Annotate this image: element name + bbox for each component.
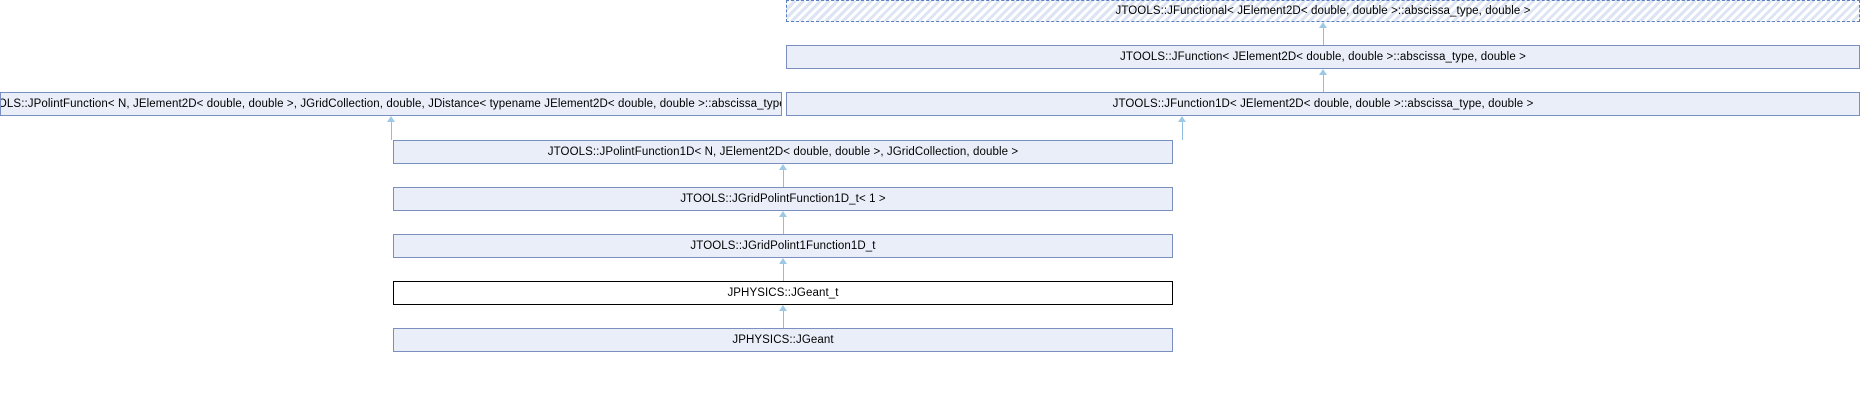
arrow-jgridpolintfunction1d-to-jpolintfunction1d <box>779 164 787 170</box>
class-node-label: JTOOLS::JFunction< JElement2D< double, d… <box>1120 50 1526 63</box>
arrow-jgeant_t-to-jgridpolint1function1d <box>779 258 787 264</box>
arrow-jfunction1d-to-jfunction <box>1319 69 1327 75</box>
class-node-jgeant[interactable]: JPHYSICS::JGeant <box>393 328 1173 352</box>
edge-jgridpolint1function1d-to-jgridpolintfunction1d <box>783 217 784 234</box>
class-node-jpolintfunction1d[interactable]: JTOOLS::JPolintFunction1D< N, JElement2D… <box>393 140 1173 164</box>
class-node-label: JTOOLS::JGridPolintFunction1D_t< 1 > <box>680 192 886 205</box>
class-node-jpolintfunction[interactable]: JTOOLS::JPolintFunction< N, JElement2D< … <box>0 92 782 116</box>
edge-jgeant-to-jgeant_t <box>783 311 784 328</box>
class-node-jgridpolint1function1d-t[interactable]: JTOOLS::JGridPolint1Function1D_t <box>393 234 1173 258</box>
edge-jfunction1d-to-jfunction <box>1323 75 1324 92</box>
class-node-label: JPHYSICS::JGeant_t <box>727 286 839 299</box>
arrow-jfunction-to-jfunctional <box>1319 22 1327 28</box>
arrow-jpolintfunction1d-to-jfunction1d <box>1178 116 1186 122</box>
class-node-jgeant-t[interactable]: JPHYSICS::JGeant_t <box>393 281 1173 305</box>
class-node-jfunction1d[interactable]: JTOOLS::JFunction1D< JElement2D< double,… <box>786 92 1860 116</box>
edge-jfunction-to-jfunctional <box>1323 28 1324 45</box>
class-node-jgridpolintfunction1d-t[interactable]: JTOOLS::JGridPolintFunction1D_t< 1 > <box>393 187 1173 211</box>
class-node-jfunction[interactable]: JTOOLS::JFunction< JElement2D< double, d… <box>786 45 1860 69</box>
class-node-label: JTOOLS::JPolintFunction< N, JElement2D< … <box>0 97 782 110</box>
edge-jgeant_t-to-jgridpolint1function1d <box>783 264 784 281</box>
class-node-label: JTOOLS::JGridPolint1Function1D_t <box>690 239 876 252</box>
edge-jpolintfunction1d-to-jfunction1d <box>1182 122 1183 140</box>
arrow-jgridpolint1function1d-to-jgridpolintfunction1d <box>779 211 787 217</box>
class-node-label: JTOOLS::JFunction1D< JElement2D< double,… <box>1112 97 1534 110</box>
class-node-label: JTOOLS::JPolintFunction1D< N, JElement2D… <box>547 145 1019 158</box>
edge-jpolintfunction1d-to-jpolintfunction <box>391 122 392 140</box>
class-node-jfunctional[interactable]: JTOOLS::JFunctional< JElement2D< double,… <box>786 0 1860 22</box>
arrow-jgeant-to-jgeant_t <box>779 305 787 311</box>
edge-jgridpolintfunction1d-to-jpolintfunction1d <box>783 170 784 187</box>
arrow-jpolintfunction1d-to-jpolintfunction <box>387 116 395 122</box>
class-node-label: JTOOLS::JFunctional< JElement2D< double,… <box>1115 4 1531 17</box>
class-node-label: JPHYSICS::JGeant <box>732 333 834 346</box>
